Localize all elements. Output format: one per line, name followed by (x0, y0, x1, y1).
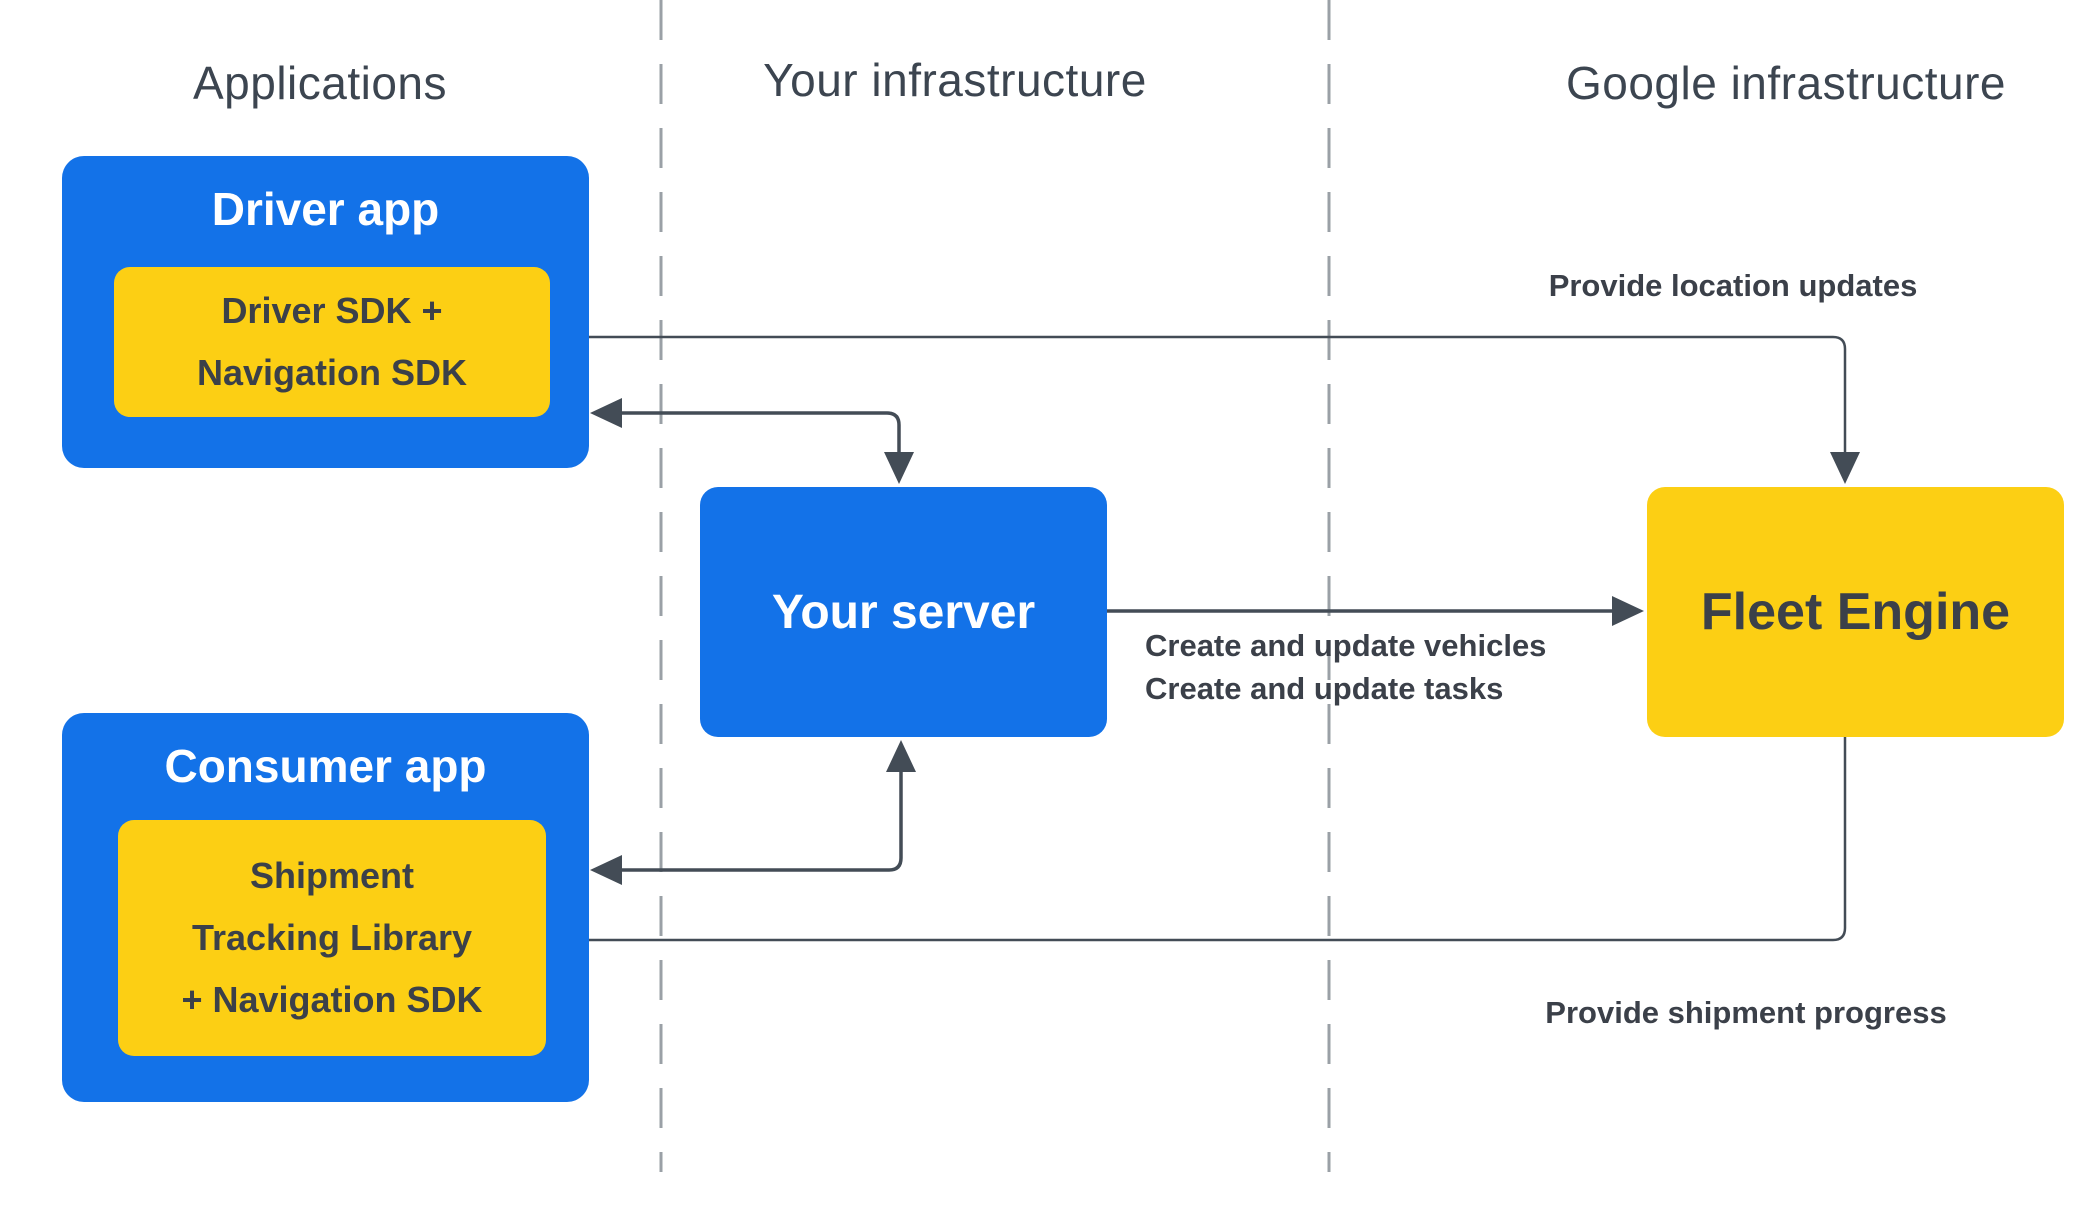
label-provide-shipment-progress: Provide shipment progress (1545, 995, 1947, 1030)
label-create-and-update: Create and update vehicles Create and up… (1145, 624, 1546, 710)
shipment-tracking-library-box: Shipment Tracking Library + Navigation S… (118, 820, 546, 1056)
driver-sdk-box: Driver SDK + Navigation SDK (114, 267, 550, 417)
label-create-update-tasks: Create and update tasks (1145, 671, 1504, 706)
label-create-update-vehicles: Create and update vehicles (1145, 628, 1547, 663)
fleet-engine-title: Fleet Engine (1700, 583, 2011, 641)
column-header-your-infrastructure: Your infrastructure (763, 54, 1147, 106)
fleet-engine-box: Fleet Engine (1647, 487, 2064, 737)
arrow-driver-app-your-server (618, 411, 901, 452)
arrowhead-into-fleet-engine-top (1830, 452, 1860, 484)
arrowhead-into-driver-app (590, 398, 622, 428)
arrow-fleet-engine-shipment-lib (580, 737, 1847, 942)
arrowhead-into-fleet-engine-left (1612, 596, 1644, 626)
shipment-lib-line-1: Shipment (249, 855, 414, 896)
arrowhead-into-your-server-top (884, 452, 914, 484)
label-provide-location-updates: Provide location updates (1548, 268, 1918, 303)
driver-sdk-line-1: Driver SDK + (221, 290, 443, 331)
your-server-box: Your server (700, 487, 1107, 737)
shipment-lib-line-3: + Navigation SDK (181, 979, 483, 1020)
column-header-applications: Applications (192, 57, 448, 109)
arrowhead-into-consumer-app (590, 855, 622, 885)
arrow-driver-sdk-fleet-engine (580, 335, 1847, 452)
arrow-consumer-app-your-server (618, 771, 903, 872)
consumer-app-title: Consumer app (164, 740, 487, 792)
column-header-google-infrastructure: Google infrastructure (1565, 57, 2007, 109)
shipment-lib-line-2: Tracking Library (191, 917, 473, 958)
your-server-title: Your server (771, 585, 1036, 639)
driver-app-title: Driver app (211, 183, 440, 235)
arrowhead-into-your-server-bottom (886, 740, 916, 772)
driver-sdk-line-2: Navigation SDK (196, 352, 468, 393)
